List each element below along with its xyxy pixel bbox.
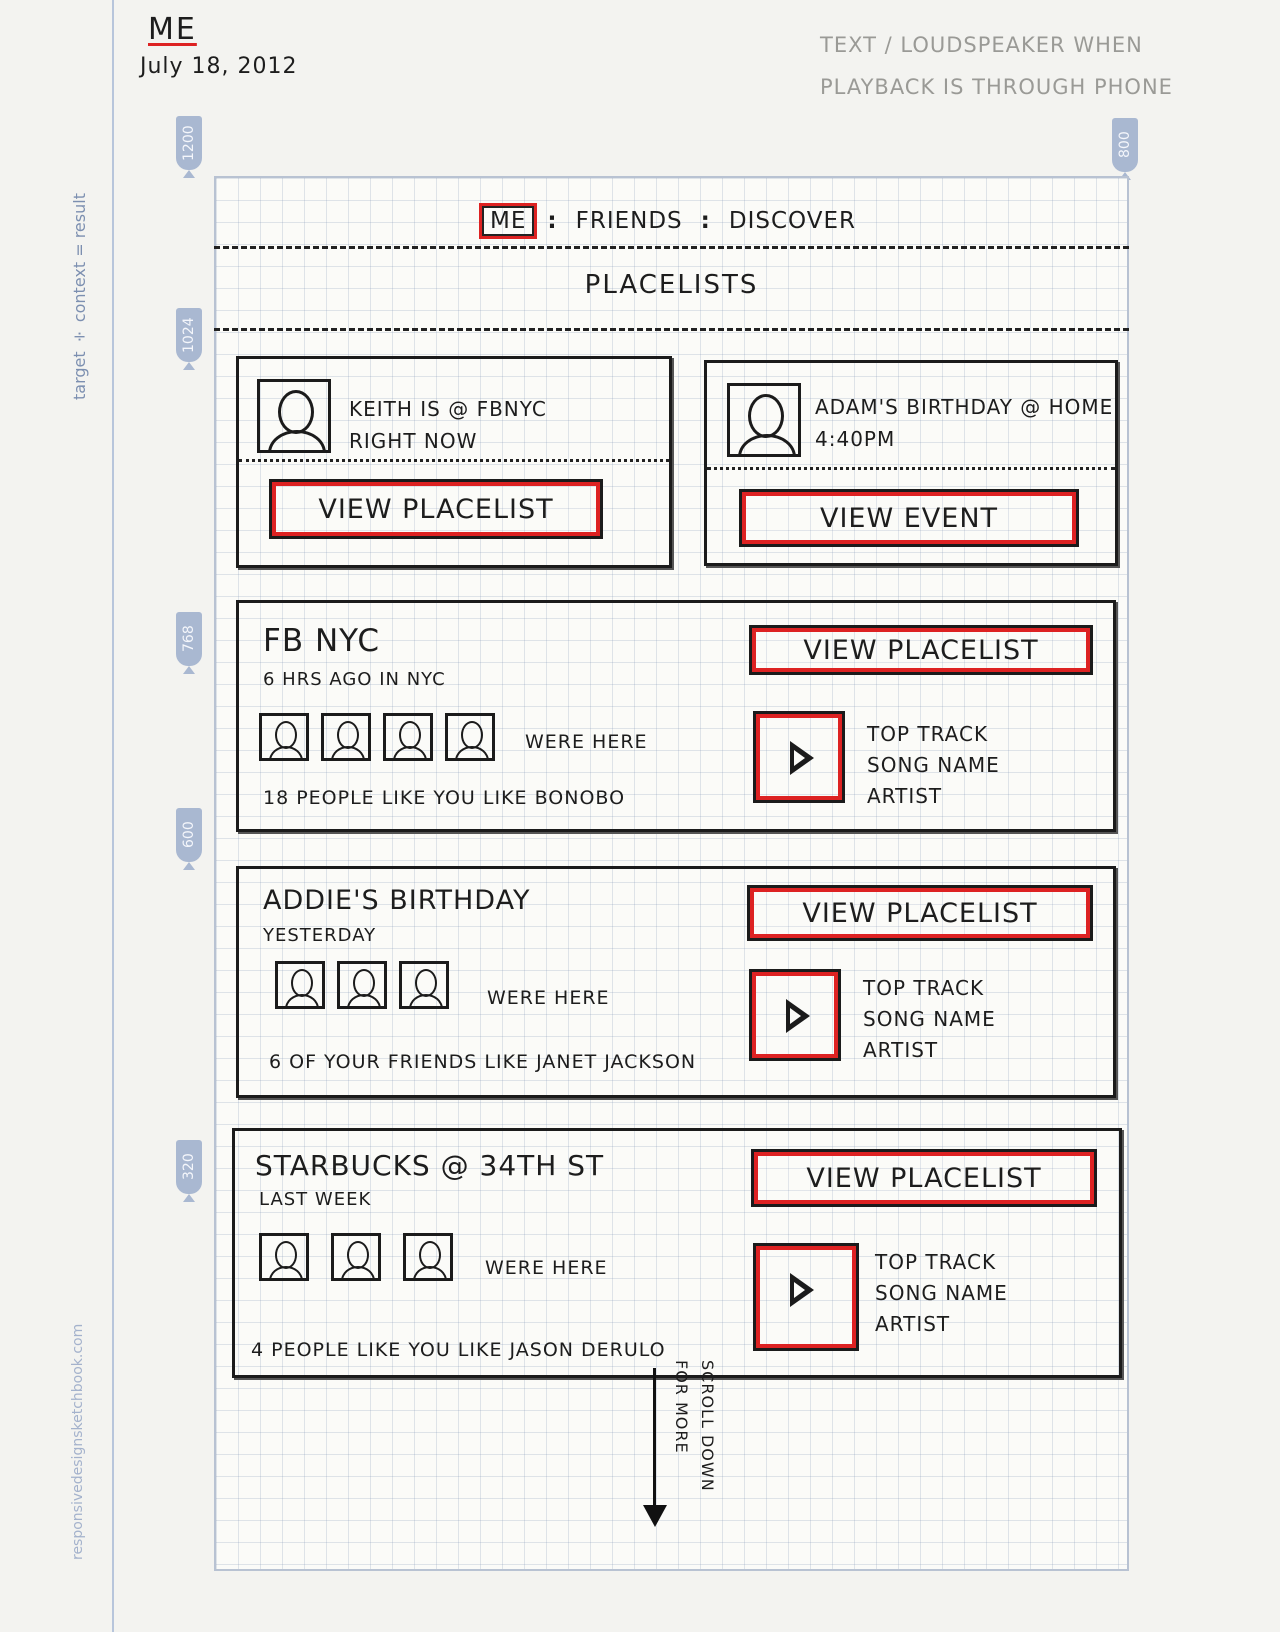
were-here-label: WERE HERE — [525, 731, 648, 753]
place-card: ADDIE'S BIRTHDAY YESTERDAY WERE HERE 6 O… — [236, 866, 1116, 1098]
play-icon[interactable] — [753, 1243, 859, 1351]
marker-1024: 1024 — [176, 308, 202, 362]
artist-name: ARTIST — [863, 1038, 939, 1062]
placelists-title: PLACELISTS — [584, 270, 759, 300]
side-url: responsivedesignsketchbook.com — [70, 1323, 86, 1560]
scroll-text: SCROLL DOWN FOR MORE — [672, 1360, 717, 1492]
sketch-note: Text / Loudspeaker when playback is thro… — [820, 33, 1173, 99]
top-track-info: TOP TRACK SONG NAME ARTIST — [863, 973, 996, 1066]
event-line: ADAM'S BIRTHDAY @ HOME — [815, 395, 1114, 419]
sketch-date: July 18, 2012 — [140, 54, 298, 79]
place-title: ADDIE'S BIRTHDAY — [263, 885, 531, 916]
card-divider — [239, 459, 669, 462]
friend-status-line: KEITH IS @ FBNYC — [349, 397, 547, 421]
view-placelist-button[interactable]: VIEW PLACELIST — [749, 625, 1093, 675]
side-label: target ÷ context = result — [70, 193, 89, 400]
nav-divider — [214, 246, 1129, 249]
friend-status-card: KEITH IS @ FBNYC RIGHT NOW VIEW PLACELIS… — [236, 356, 672, 568]
top-track-label: TOP TRACK — [867, 722, 989, 746]
left-guide-line — [112, 0, 114, 1632]
event-time: 4:40PM — [815, 427, 896, 451]
marker-800: 800 — [1112, 118, 1138, 172]
place-card: STARBUCKS @ 34TH ST LAST WEEK WERE HERE … — [232, 1128, 1122, 1378]
avatar-icon — [257, 379, 331, 453]
avatar-icon — [275, 961, 325, 1009]
friend-status-time: RIGHT NOW — [349, 429, 478, 453]
avatar-icon — [727, 383, 801, 457]
sketch-title: ME — [148, 12, 197, 47]
marker-768: 768 — [176, 612, 202, 666]
nav-separator: : — [547, 208, 558, 234]
were-here-label: WERE HERE — [485, 1257, 608, 1279]
friend-status-text: KEITH IS @ FBNYC RIGHT NOW — [349, 393, 659, 457]
artist-name: ARTIST — [867, 784, 943, 808]
place-title: FB NYC — [263, 623, 381, 659]
top-track-info: TOP TRACK SONG NAME ARTIST — [867, 719, 1000, 812]
place-time: 6 HRS AGO IN NYC — [263, 669, 446, 690]
top-track-info: TOP TRACK SONG NAME ARTIST — [875, 1247, 1008, 1340]
avatar-icon — [383, 713, 433, 761]
marker-1200: 1200 — [176, 116, 202, 170]
view-event-button[interactable]: VIEW EVENT — [739, 489, 1079, 547]
place-time: LAST WEEK — [259, 1189, 372, 1210]
song-name: SONG NAME — [867, 753, 1000, 777]
top-track-label: TOP TRACK — [863, 976, 985, 1000]
artist-name: ARTIST — [875, 1312, 951, 1336]
card-divider — [707, 467, 1115, 470]
top-track-label: TOP TRACK — [875, 1250, 997, 1274]
nav-tab-friends[interactable]: FRIENDS — [575, 208, 683, 234]
event-card: ADAM'S BIRTHDAY @ HOME 4:40PM VIEW EVENT — [704, 360, 1118, 566]
avatar-icon — [445, 713, 495, 761]
avatar-icon — [403, 1233, 453, 1281]
avatar-icon — [259, 1233, 309, 1281]
were-here-label: WERE HERE — [487, 987, 610, 1009]
down-arrow-icon — [653, 1368, 656, 1508]
place-time: YESTERDAY — [263, 925, 377, 946]
nav-tab-me[interactable]: ME — [479, 203, 538, 239]
avatar-icon — [321, 713, 371, 761]
view-placelist-button[interactable]: VIEW PLACELIST — [269, 479, 603, 539]
place-likes: 4 PEOPLE LIKE YOU LIKE JASON DERULO — [251, 1339, 666, 1361]
song-name: SONG NAME — [875, 1281, 1008, 1305]
view-placelist-button[interactable]: VIEW PLACELIST — [751, 1149, 1097, 1207]
place-likes: 18 PEOPLE LIKE YOU LIKE BONOBO — [263, 787, 626, 809]
nav-tab-discover[interactable]: DISCOVER — [728, 208, 856, 234]
event-text: ADAM'S BIRTHDAY @ HOME 4:40PM — [815, 391, 1115, 455]
place-likes: 6 OF YOUR FRIENDS LIKE JANET JACKSON — [269, 1051, 697, 1073]
play-icon[interactable] — [753, 711, 845, 803]
sketch-header: ME July 18, 2012 Text / Loudspeaker when… — [0, 0, 1280, 170]
play-icon[interactable] — [749, 969, 841, 1061]
avatar-icon — [399, 961, 449, 1009]
view-placelist-button[interactable]: VIEW PLACELIST — [747, 885, 1093, 941]
marker-600: 600 — [176, 808, 202, 862]
down-arrow-icon — [643, 1505, 667, 1527]
avatar-icon — [331, 1233, 381, 1281]
section-divider — [214, 328, 1129, 331]
scroll-more-indicator[interactable]: SCROLL DOWN FOR MORE — [643, 1360, 726, 1550]
song-name: SONG NAME — [863, 1007, 996, 1031]
avatar-icon — [259, 713, 309, 761]
nav-separator: : — [700, 208, 711, 234]
avatar-icon — [337, 961, 387, 1009]
top-nav: ME : FRIENDS : DISCOVER — [214, 198, 1129, 244]
marker-320: 320 — [176, 1140, 202, 1194]
place-title: STARBUCKS @ 34TH ST — [255, 1149, 605, 1182]
place-card: FB NYC 6 HRS AGO IN NYC WERE HERE 18 PEO… — [236, 600, 1116, 832]
